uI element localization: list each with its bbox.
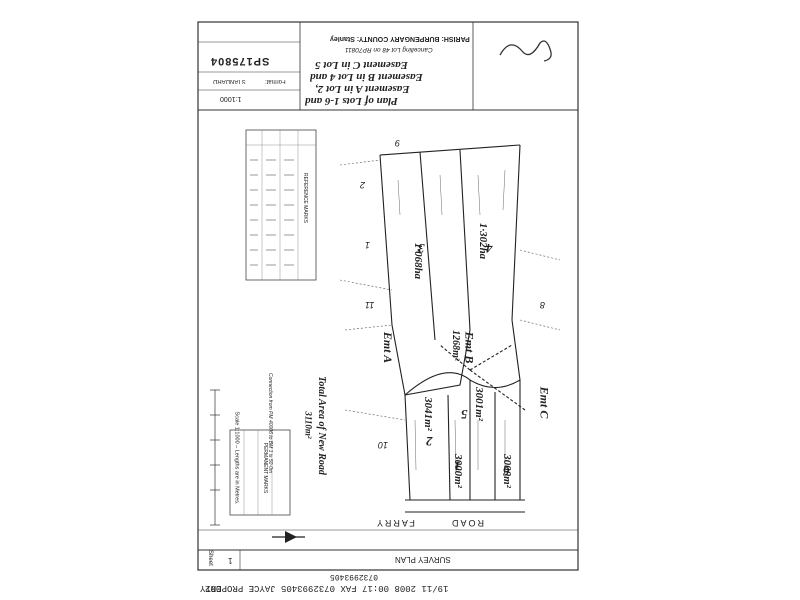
- lot-4-area: 1·302ha: [477, 222, 490, 260]
- total-area-label: Total Area of New Road: [315, 376, 327, 475]
- sheet-border: [197, 21, 579, 571]
- plan-title-line-1: Plan of Lots 1-6 and: [305, 95, 398, 107]
- scale-note: Scale 1:1000 – Lengths are in Metres.: [233, 411, 240, 505]
- total-area-value: 3110m²: [303, 411, 314, 439]
- fax-page-number: 002: [205, 583, 222, 593]
- surveyor-signature: [499, 40, 552, 62]
- reference-marks-table: [245, 129, 317, 281]
- adjoining-lot-2: 2: [360, 180, 366, 190]
- lot-2-area: 3041m²: [421, 397, 434, 431]
- lot-boundaries: [379, 144, 526, 501]
- survey-plan-label: SURVEY PLAN: [395, 555, 451, 564]
- format-value: STANDARD: [213, 78, 246, 84]
- adjoining-boundaries: [339, 159, 561, 421]
- easement-a-label: Emt A: [381, 331, 396, 364]
- adjoining-lot-1: 1: [365, 240, 371, 250]
- sheet-number: 1: [228, 556, 233, 565]
- plan-scale: 1:1000: [220, 95, 242, 102]
- reference-marks-title: REFERENCE MARKS: [302, 172, 309, 224]
- easement-c-label: Emt C: [537, 386, 552, 419]
- adjoining-lot-10: 10: [378, 440, 389, 450]
- adjoining-lot-9: 9: [395, 138, 401, 148]
- plan-title-line-2: Easement A in Lot 2,: [315, 83, 410, 95]
- cancelling-line: Cancelling Lot 48 on RP70811: [345, 46, 433, 53]
- reference-marks-text: [250, 159, 294, 266]
- scale-bar: [210, 389, 220, 526]
- lot-6-area: 3000m²: [500, 454, 513, 488]
- road-name-road: ROAD: [450, 518, 485, 528]
- format-label: Format:: [265, 78, 286, 84]
- fax-number: 0732993405: [330, 572, 379, 581]
- road-name-farry: FARRY: [375, 518, 415, 528]
- permanent-marks-rows: [243, 430, 273, 515]
- plan-title-line-3: Easement B in Lot 4 and: [310, 71, 423, 83]
- adjoining-lot-11: 11: [365, 300, 375, 310]
- easement-b-area: 1268m²: [449, 330, 461, 361]
- permanent-marks-table: [229, 429, 291, 516]
- sheet-label: Sheet: [206, 550, 213, 566]
- connection-note: Connection from PM 40006 to BM 1 is 50·0…: [267, 372, 274, 474]
- boundary-dimensions: [397, 169, 506, 471]
- plan-number: SP175804: [210, 55, 270, 67]
- plan-title-line-4: Easement C in Lot 5: [315, 59, 408, 71]
- lot-5-area: 3001m²: [472, 387, 485, 421]
- reference-marks-rows: [246, 130, 316, 280]
- lot-3-area: 1·068ha: [412, 242, 425, 280]
- lot-2-number: 2: [426, 434, 433, 449]
- lot-5-number: 5: [461, 407, 468, 422]
- fax-header: 19/11 2008 00:17 FAX 0732993405 JAYCE PR…: [200, 583, 449, 593]
- north-arrow: [272, 531, 305, 543]
- lot-1-area: 3000m²: [451, 454, 464, 488]
- adjoining-lot-8: 8: [540, 300, 546, 310]
- easement-b-label: Emt B: [462, 331, 477, 364]
- parish-line: PARISH: BURPENGARY COUNTY: Stanley: [330, 35, 470, 42]
